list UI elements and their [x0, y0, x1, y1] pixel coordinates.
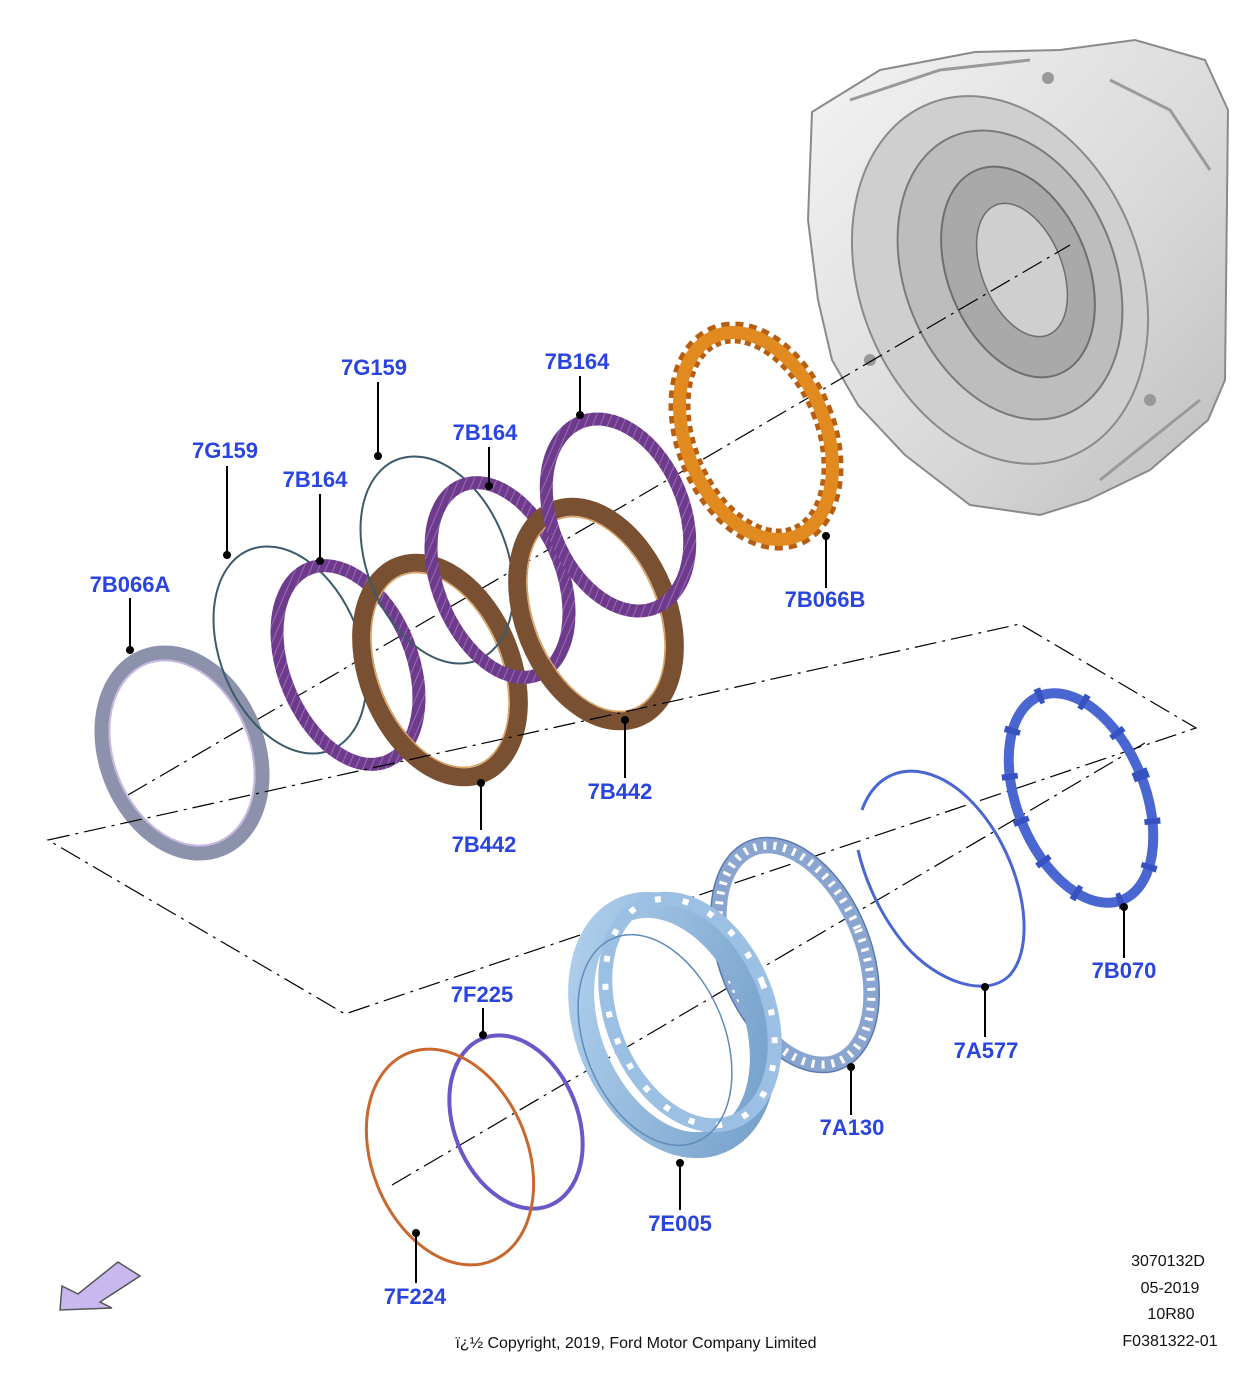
lower-centerline: [391, 739, 1151, 1186]
illustration-number: 3070132D: [1131, 1253, 1205, 1270]
callout-7F224: 7F224: [384, 1284, 447, 1309]
revision-date: 05-2019: [1141, 1280, 1200, 1297]
figure-code: F0381322-01: [1122, 1333, 1217, 1350]
callout-7B164-a: 7B164: [283, 467, 349, 492]
callout-7G159-a: 7G159: [192, 438, 258, 463]
transmission-model: 10R80: [1147, 1306, 1194, 1323]
part-7B164-friction-c: [539, 412, 697, 618]
part-7F224-seal: [364, 1047, 536, 1267]
callout-7A577: 7A577: [954, 1038, 1019, 1063]
subassembly-outline: [46, 623, 1198, 1015]
callout-7B164-b: 7B164: [453, 420, 519, 445]
part-7B164-friction-b: [424, 476, 576, 684]
part-7B066B-plate: [668, 321, 844, 551]
part-7B164-friction-a: [270, 559, 426, 771]
part-7B066A-shim: [94, 645, 270, 861]
callout-7B442-b: 7B442: [588, 779, 653, 804]
upper-centerline: [127, 244, 1071, 796]
front-direction-arrow-icon: [59, 1261, 142, 1311]
callout-7B164-c: 7B164: [545, 349, 611, 374]
part-7E005-hub: [568, 891, 782, 1159]
callout-7E005: 7E005: [648, 1211, 712, 1236]
part-7A577-snap-ring: [856, 769, 1026, 988]
callout-7B442-a: 7B442: [452, 832, 517, 857]
leader-lines: [126, 376, 1128, 1283]
callout-7F225: 7F225: [451, 982, 513, 1007]
callout-7A130: 7A130: [820, 1115, 885, 1140]
transmission-housing: [806, 38, 1230, 517]
part-7B442-steel-a: [352, 553, 528, 787]
callout-7B066A: 7B066A: [90, 572, 171, 597]
part-7B070-plate: [1000, 685, 1162, 911]
callout-7G159-b: 7G159: [341, 355, 407, 380]
copyright-notice: ï¿½ Copyright, 2019, Ford Motor Company …: [455, 1335, 816, 1352]
callout-7B070: 7B070: [1092, 958, 1157, 983]
callout-7B066B: 7B066B: [785, 587, 866, 612]
